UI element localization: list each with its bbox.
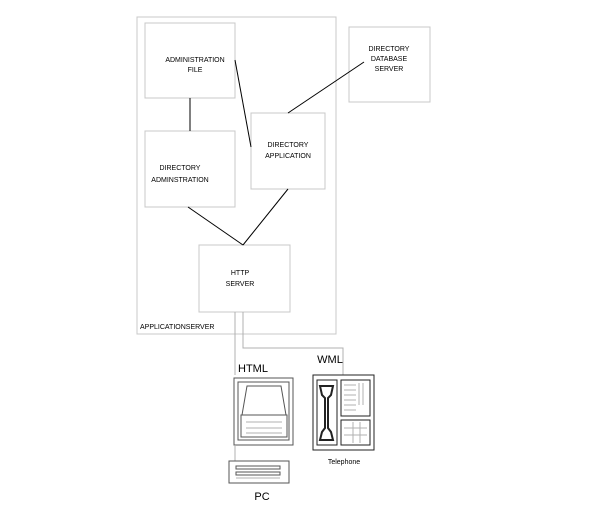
directory-administration-label-2: ADMINSTRATION xyxy=(151,177,208,184)
directory-database-server-label-1: DIRECTORY xyxy=(369,46,410,53)
application-server-label: APPLICATIONSERVER xyxy=(140,324,214,331)
directory-database-server-label-2: DATABASE xyxy=(371,56,408,63)
wml-label: WML xyxy=(317,354,343,366)
directory-application-box xyxy=(250,112,326,190)
http-server-box xyxy=(198,244,291,313)
keyboard-icon xyxy=(228,460,290,484)
edge-dirdb-dirapp xyxy=(287,61,365,114)
edge-diradmin-http xyxy=(187,206,244,246)
html-label: HTML xyxy=(238,363,268,375)
directory-database-server-box xyxy=(348,26,431,103)
edge-dirapp-http xyxy=(242,188,289,246)
edge-http-telephone xyxy=(242,312,344,375)
directory-application-label-1: DIRECTORY xyxy=(268,142,309,149)
http-server-label-2: SERVER xyxy=(226,281,255,288)
directory-database-server-label-3: SERVER xyxy=(375,66,404,73)
administration-file-box xyxy=(144,22,236,99)
administration-file-label-2: FILE xyxy=(188,67,203,74)
http-server-label-1: HTTP xyxy=(231,270,250,277)
pc-label: PC xyxy=(254,491,269,503)
directory-administration-label-1: DIRECTORY xyxy=(160,165,201,172)
pc-monitor-icon xyxy=(233,377,294,446)
directory-application-label-2: APPLICATION xyxy=(265,153,311,160)
administration-file-label-1: ADMINISTRATION xyxy=(165,57,224,64)
telephone-icon xyxy=(312,374,375,451)
edge-adminfile-dirapp xyxy=(234,59,252,148)
telephone-label: Telephone xyxy=(328,459,360,466)
